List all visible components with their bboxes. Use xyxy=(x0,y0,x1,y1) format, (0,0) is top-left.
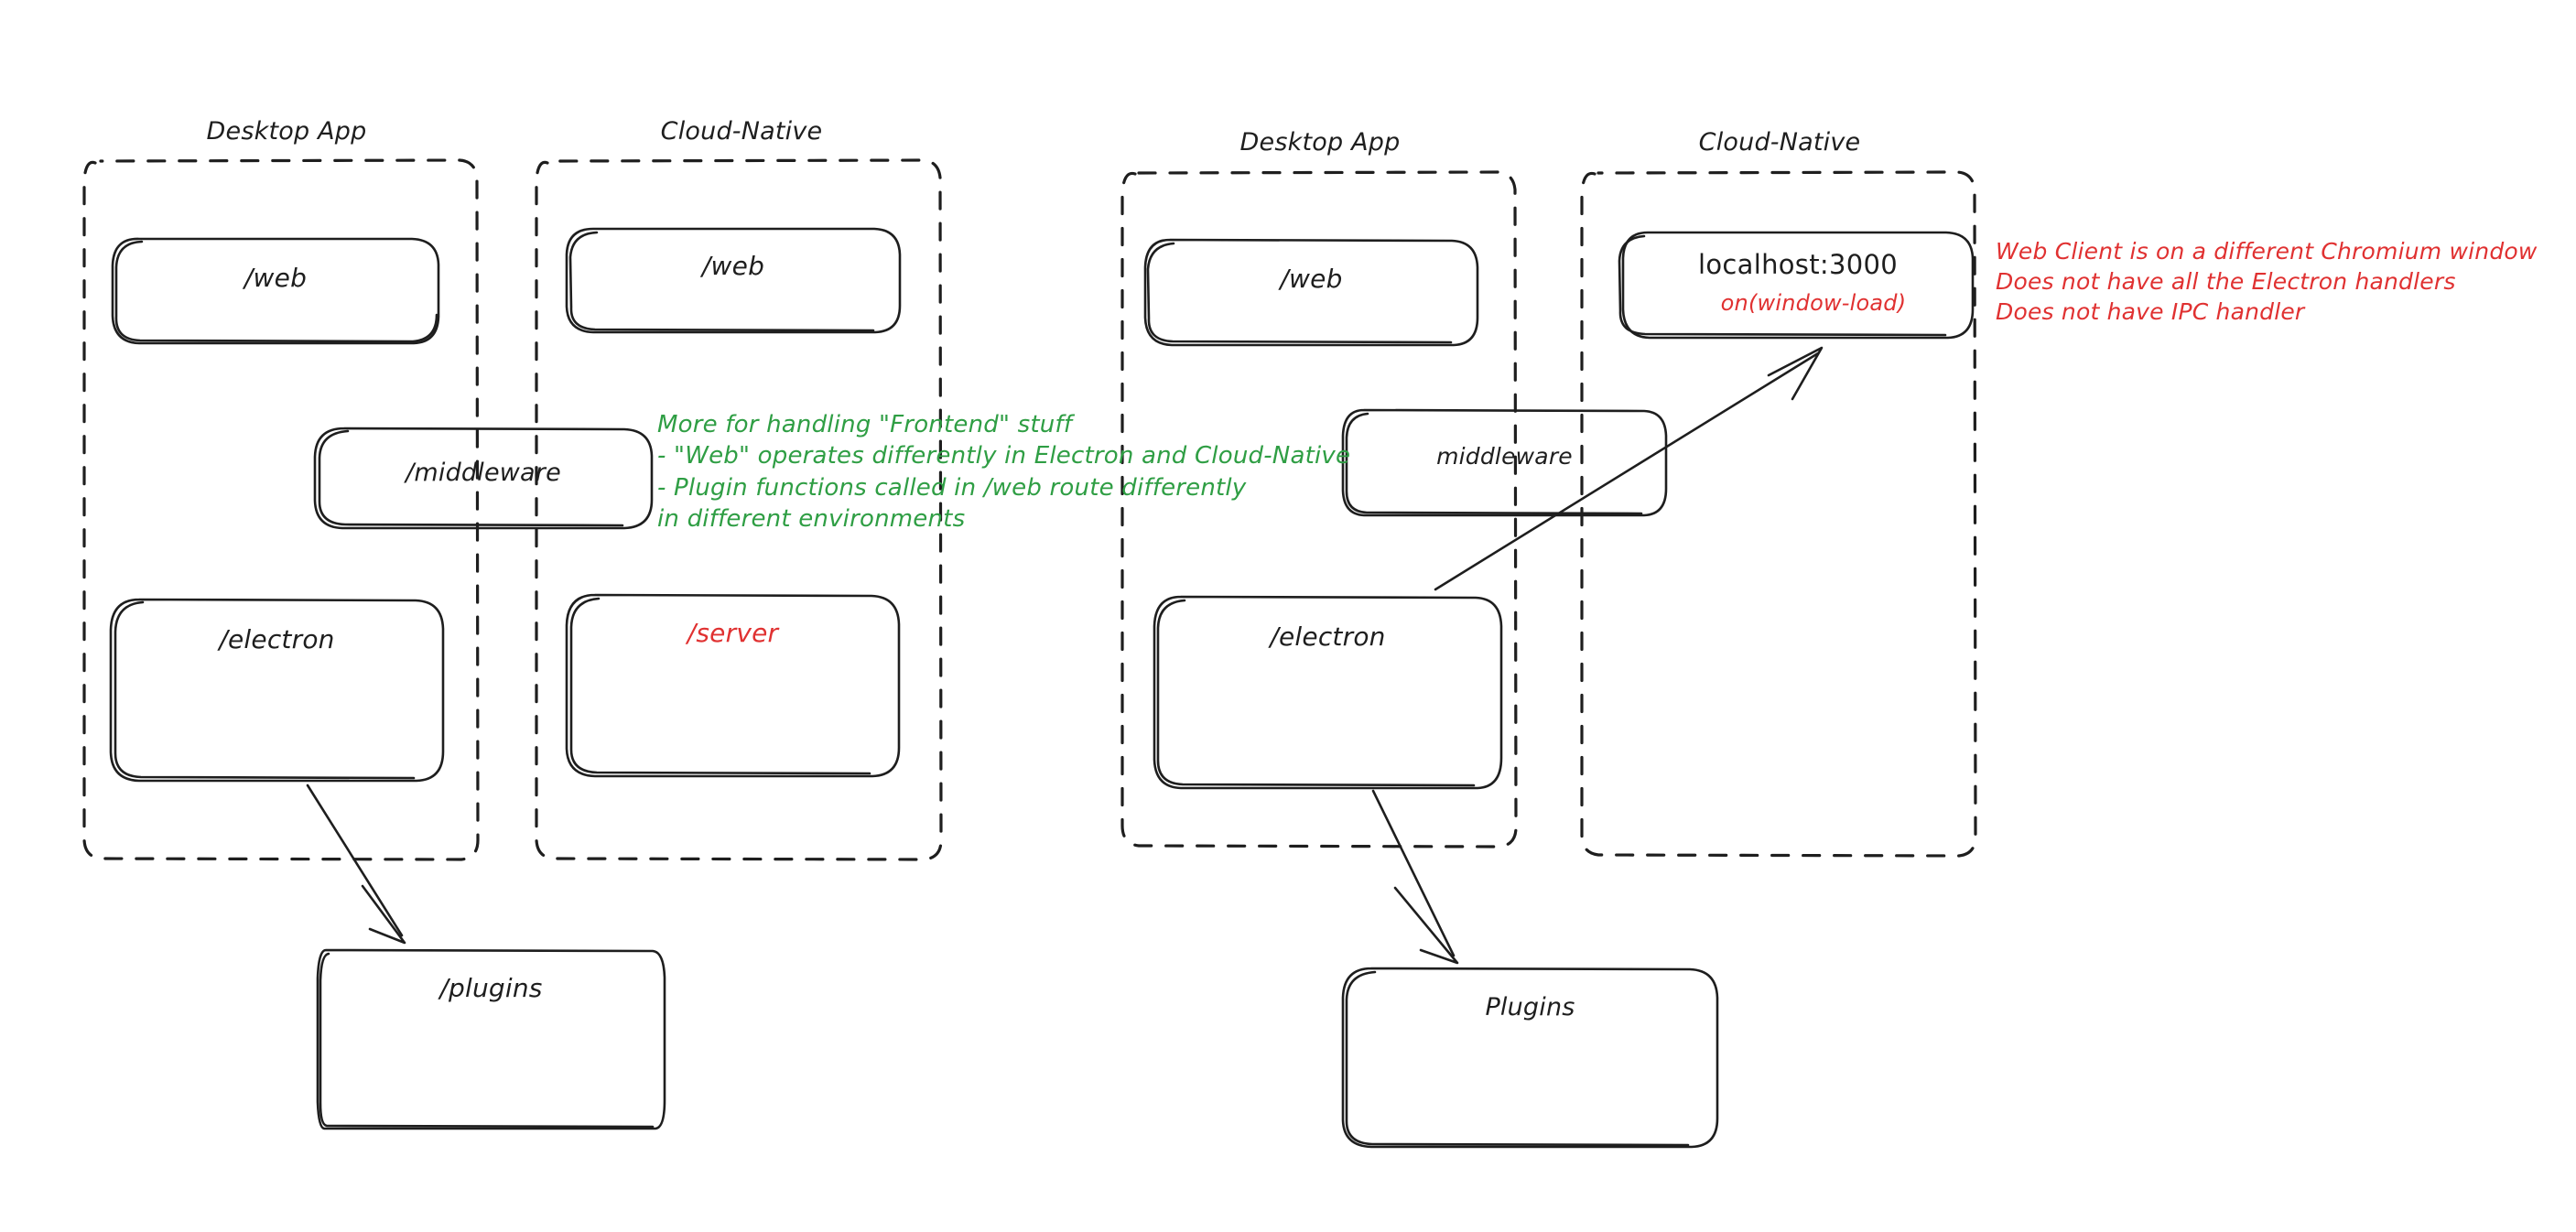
node-label-right-desktop-web[interactable]: /web xyxy=(1145,240,1477,345)
left-cloud-web-text: /web xyxy=(701,251,765,281)
node-label-right-middleware[interactable]: middleware xyxy=(1343,410,1666,515)
right-desktop-web-text: /web xyxy=(1280,264,1343,294)
left-electron-text: /electron xyxy=(219,624,335,654)
node-label-right-plugins[interactable]: Plugins xyxy=(1343,968,1717,1147)
group-label-right-cloud-native: Cloud-Native xyxy=(1698,128,1861,157)
node-label-left-cloud-web[interactable]: /web xyxy=(567,229,900,332)
green-annotation-line-2: - "Web" operates differently in Electron… xyxy=(657,442,1351,470)
right-plugins-text: Plugins xyxy=(1485,993,1575,1021)
arrow-right-electron-to-plugins xyxy=(1371,789,1459,965)
green-annotation-line-4: in different environments xyxy=(657,504,966,533)
right-localhost-subtext: on(window-load) xyxy=(1720,290,1907,316)
node-label-left-desktop-web[interactable]: /web xyxy=(113,239,438,343)
right-localhost-text: localhost:3000 xyxy=(1698,249,1898,280)
red-annotation: Web Client is on a different Chromium wi… xyxy=(1996,236,2538,327)
node-label-right-electron[interactable]: /electron xyxy=(1154,597,1501,788)
node-label-right-localhost[interactable]: localhost:3000 on(window-load) xyxy=(1623,232,1973,338)
left-desktop-web-text: /web xyxy=(244,263,308,293)
arrow-left-electron-to-plugins xyxy=(306,784,406,945)
right-middleware-text: middleware xyxy=(1436,443,1573,470)
red-annotation-line-3: Does not have IPC handler xyxy=(1996,298,2305,325)
red-annotation-line-1: Web Client is on a different Chromium wi… xyxy=(1996,238,2538,265)
node-label-left-middleware[interactable]: /middleware xyxy=(315,428,652,528)
left-middleware-text: /middleware xyxy=(406,459,561,487)
right-electron-text: /electron xyxy=(1270,621,1386,652)
left-plugins-text: /plugins xyxy=(439,973,543,1003)
node-label-left-plugins[interactable]: /plugins xyxy=(318,950,665,1129)
node-label-left-electron[interactable]: /electron xyxy=(111,600,443,781)
green-annotation: More for handling "Frontend" stuff - "Web… xyxy=(657,409,1350,535)
group-label-left-cloud-native: Cloud-Native xyxy=(660,117,823,146)
group-label-left-desktop-app: Desktop App xyxy=(206,117,367,146)
left-server-text: /server xyxy=(687,618,779,648)
green-annotation-line-3: - Plugin functions called in /web route … xyxy=(657,473,1247,502)
green-annotation-line-1: More for handling "Frontend" stuff xyxy=(657,411,1073,438)
group-label-right-desktop-app: Desktop App xyxy=(1239,128,1401,157)
node-label-left-server[interactable]: /server xyxy=(567,595,899,776)
red-annotation-line-2: Does not have all the Electron handlers xyxy=(1996,268,2456,295)
